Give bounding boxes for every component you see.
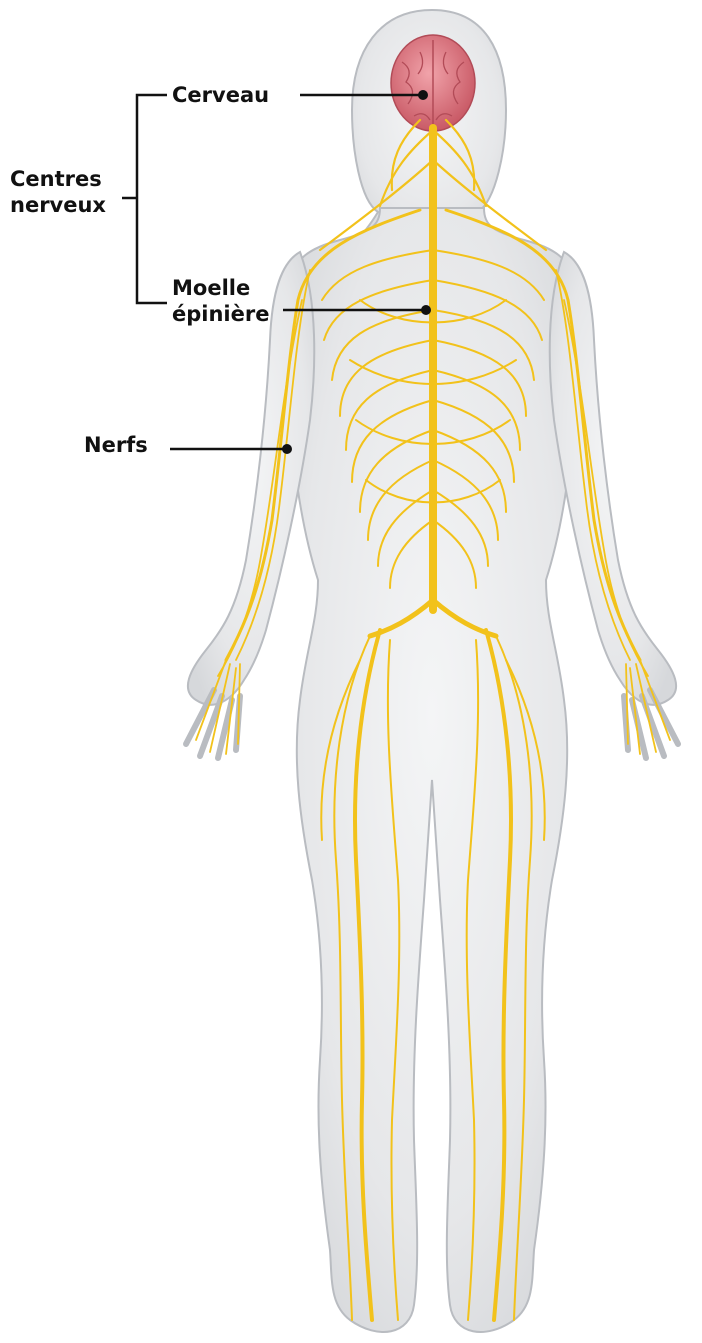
label-moelle-line1: Moelle <box>172 275 269 301</box>
cerveau-dot <box>418 90 428 100</box>
label-nerfs: Nerfs <box>84 432 148 458</box>
nerfs-dot <box>282 444 292 454</box>
label-cerveau: Cerveau <box>172 82 269 108</box>
label-moelle-epiniere: Moelle épinière <box>172 275 269 327</box>
moelle-dot <box>421 305 431 315</box>
label-moelle-line2: épinière <box>172 301 269 327</box>
brain-icon <box>391 35 475 131</box>
bracket-line <box>137 95 167 303</box>
label-centres-nerveux: Centres nerveux <box>10 166 106 218</box>
label-centres-line2: nerveux <box>10 192 106 218</box>
label-centres-line1: Centres <box>10 166 106 192</box>
